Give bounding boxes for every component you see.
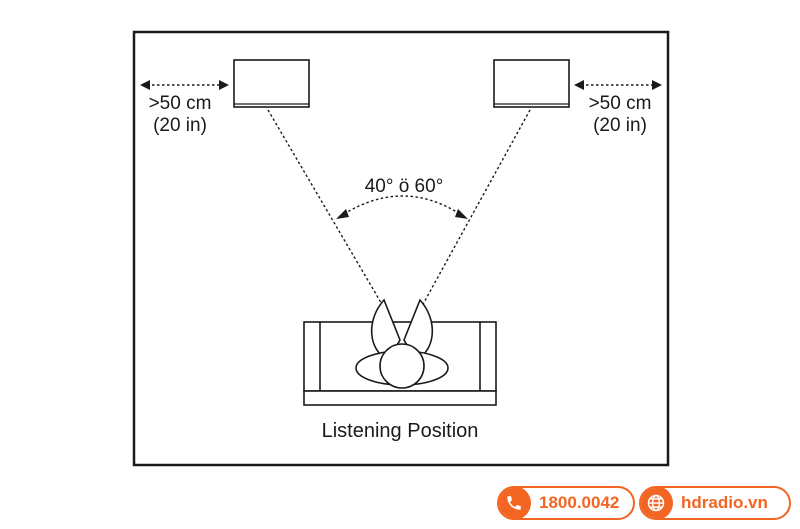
left-distance-label-1: >50 cm	[149, 93, 212, 114]
right-distance-arrow	[574, 80, 662, 90]
left-distance-arrow	[140, 80, 229, 90]
listener	[355, 298, 449, 389]
angle-label: 40° ö 60°	[365, 176, 444, 197]
sofa	[303, 321, 497, 406]
left-sound-line	[267, 109, 401, 336]
left-speaker	[233, 59, 310, 108]
website-badge[interactable]: hdradio.vn	[639, 486, 791, 520]
phone-number: 1800.0042	[539, 493, 620, 512]
website-url: hdradio.vn	[681, 493, 768, 512]
angle-arc	[336, 195, 468, 219]
right-sound-line	[405, 109, 531, 336]
right-speaker	[493, 59, 570, 108]
phone-badge[interactable]: 1800.0042	[497, 486, 635, 520]
room-outline	[132, 30, 670, 467]
globe-icon	[641, 488, 673, 518]
right-distance-label-1: >50 cm	[589, 93, 652, 114]
left-distance-label-2: (20 in)	[153, 115, 207, 136]
listening-position-label: Listening Position	[322, 420, 479, 442]
phone-icon	[499, 488, 531, 518]
right-distance-label-2: (20 in)	[593, 115, 647, 136]
